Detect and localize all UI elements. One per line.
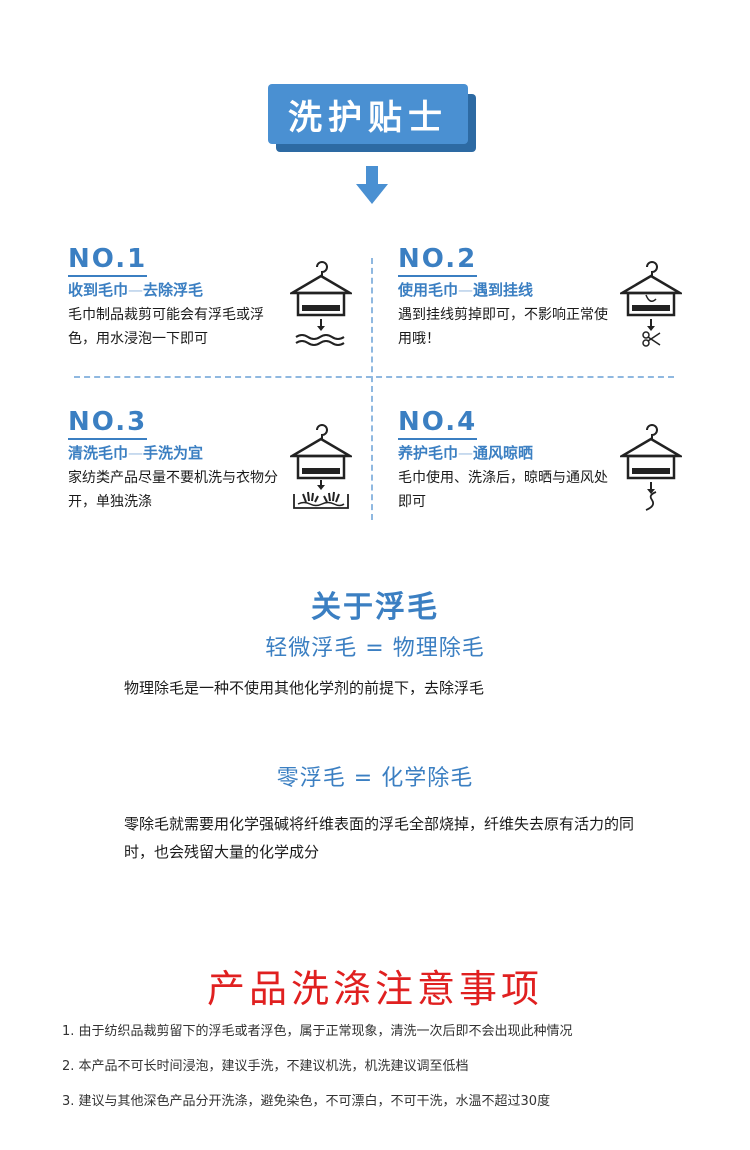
about-equation-2: 零浮毛 = 化学除毛 bbox=[276, 766, 474, 791]
tip-number: NO.4 bbox=[398, 408, 478, 440]
tip-separator: — bbox=[458, 444, 474, 462]
tip-subtitle: 遇到挂线 bbox=[473, 281, 534, 299]
tip-card-1: NO.1 收到毛巾—去除浮毛 毛巾制品裁剪可能会有浮毛或浮色，用水浸泡一下即可 bbox=[68, 245, 368, 365]
tip-number: NO.1 bbox=[68, 245, 148, 277]
about-paragraph-1: 物理除毛是一种不使用其他化学剂的前提下，去除浮毛 bbox=[124, 679, 485, 697]
tip-subtitle: 通风晾晒 bbox=[473, 444, 534, 462]
tip-heading: 养护毛巾—通风晾晒 bbox=[398, 442, 533, 463]
tip-title: 养护毛巾 bbox=[398, 444, 459, 462]
tip-description: 家纺类产品尽量不要机洗与衣物分开，单独洗涤 bbox=[68, 470, 278, 510]
hanger-towel-water-icon bbox=[290, 261, 352, 346]
tip-separator: — bbox=[128, 281, 144, 299]
tip-number: NO.3 bbox=[68, 408, 148, 440]
tip-description: 毛巾制品裁剪可能会有浮毛或浮色，用水浸泡一下即可 bbox=[68, 307, 264, 347]
tip-subtitle: 手洗为宜 bbox=[143, 444, 204, 462]
tip-separator: — bbox=[458, 281, 474, 299]
about-paragraph-2: 零除毛就需要用化学强碱将纤维表面的浮毛全部烧掉，纤维失去原有活力的同时，也会残留… bbox=[124, 815, 635, 861]
tip-subtitle: 去除浮毛 bbox=[143, 281, 204, 299]
badge-title: 洗护贴士 bbox=[268, 84, 468, 144]
note-item-3: 3. 建议与其他深色产品分开洗涤，避免染色，不可漂白，不可干洗，水温不超过30度 bbox=[62, 1094, 551, 1109]
tip-card-4: NO.4 养护毛巾—通风晾晒 毛巾使用、洗涤后，晾晒与通风处即可 bbox=[398, 408, 698, 528]
tip-card-3: NO.3 清洗毛巾—手洗为宜 家纺类产品尽量不要机洗与衣物分开，单独洗涤 bbox=[68, 408, 368, 528]
grid-divider-horizontal bbox=[74, 376, 674, 378]
about-equation-1: 轻微浮毛 = 物理除毛 bbox=[265, 636, 485, 661]
about-title: 关于浮毛 bbox=[311, 590, 439, 625]
tip-heading: 使用毛巾—遇到挂线 bbox=[398, 279, 533, 300]
tip-separator: — bbox=[128, 444, 144, 462]
note-item-2: 2. 本产品不可长时间浸泡，建议手洗，不建议机洗，机洗建议调至低档 bbox=[62, 1059, 469, 1074]
grid-divider-vertical bbox=[371, 258, 373, 520]
tip-heading: 收到毛巾—去除浮毛 bbox=[68, 279, 203, 300]
tip-description: 遇到挂线剪掉即可，不影响正常使用哦！ bbox=[398, 307, 608, 347]
tip-title: 清洗毛巾 bbox=[68, 444, 129, 462]
tip-card-2: NO.2 使用毛巾—遇到挂线 遇到挂线剪掉即可，不影响正常使用哦！ bbox=[398, 245, 698, 365]
down-arrow-icon bbox=[356, 166, 388, 204]
tip-heading: 清洗毛巾—手洗为宜 bbox=[68, 442, 203, 463]
header-badge: 洗护贴士 bbox=[268, 84, 478, 154]
tip-description: 毛巾使用、洗涤后，晾晒与通风处即可 bbox=[398, 470, 608, 510]
tip-title: 收到毛巾 bbox=[68, 281, 129, 299]
tip-number: NO.2 bbox=[398, 245, 478, 277]
hanger-towel-air-icon bbox=[620, 424, 682, 511]
hanger-towel-scissors-icon bbox=[620, 261, 682, 347]
hanger-towel-handwash-icon bbox=[290, 424, 352, 509]
notes-title: 产品洗涤注意事项 bbox=[206, 967, 543, 1011]
note-item-1: 1. 由于纺织品裁剪留下的浮毛或者浮色，属于正常现象，清洗一次后即不会出现此种情… bbox=[62, 1024, 573, 1039]
tip-title: 使用毛巾 bbox=[398, 281, 459, 299]
